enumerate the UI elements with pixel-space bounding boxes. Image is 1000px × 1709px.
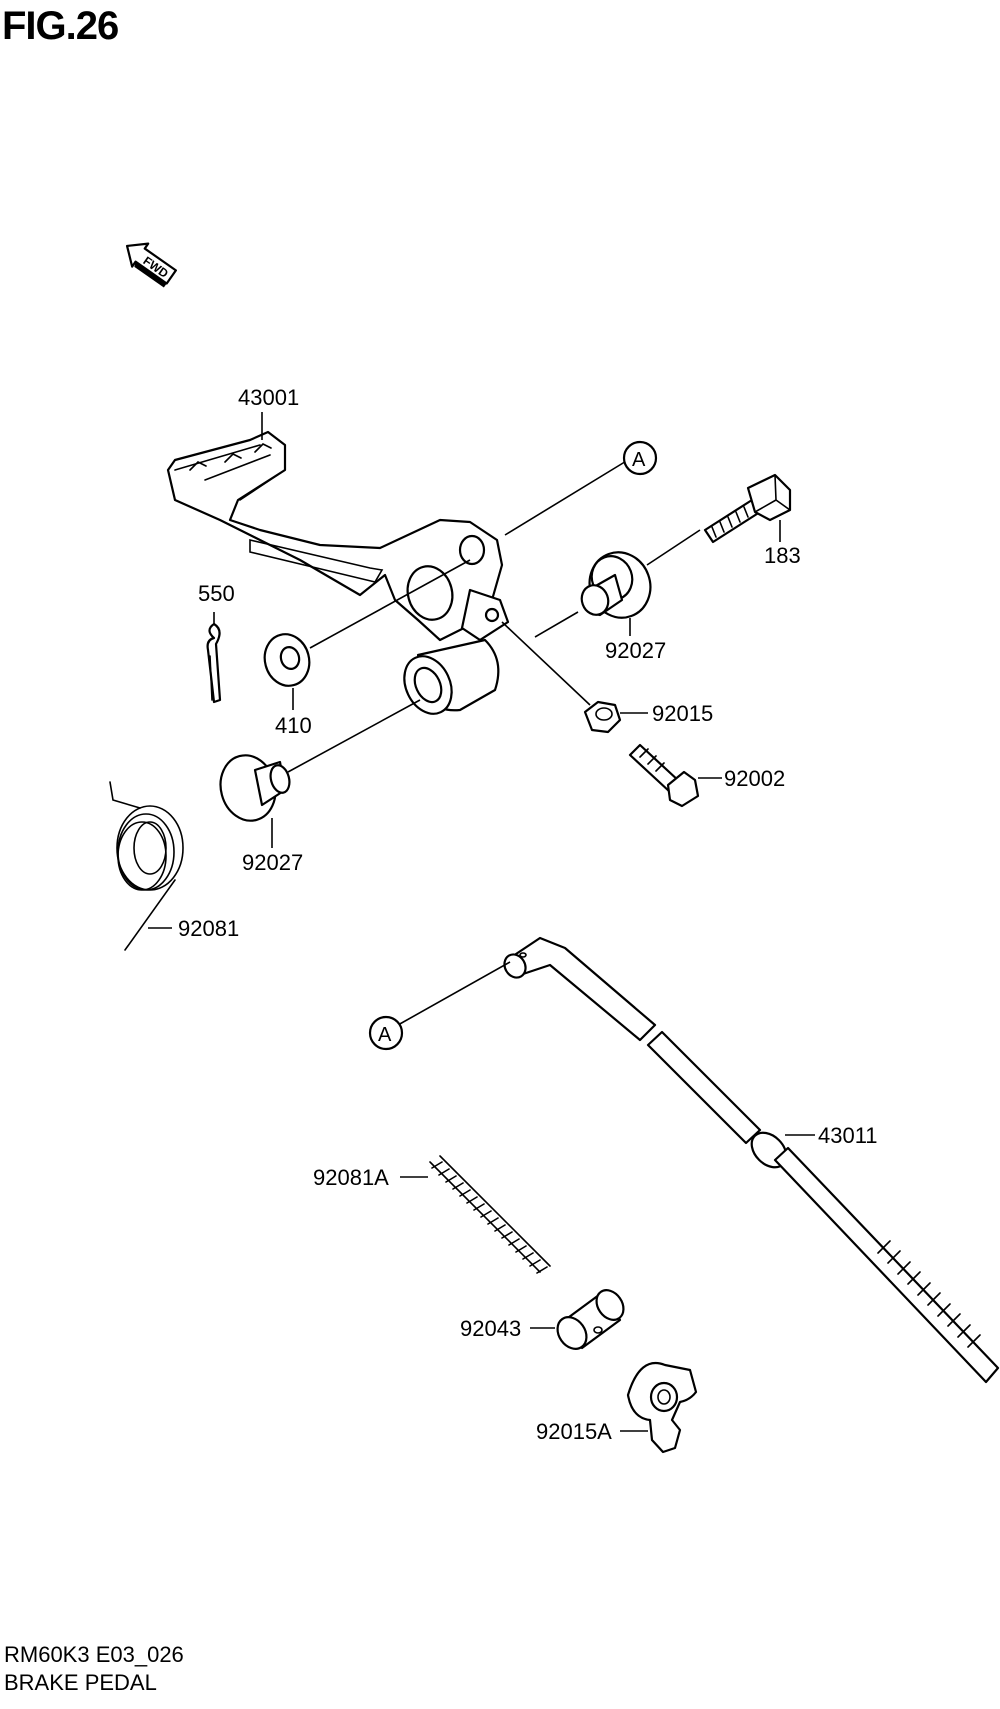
nut-92015[interactable] [583,700,622,734]
label-92081: 92081 [178,916,239,941]
bolt-92002[interactable] [628,743,700,808]
label-92027-upper: 92027 [605,638,666,663]
label-92002: 92002 [724,766,785,791]
label-92015A: 92015A [536,1419,612,1444]
cotter-pin-550[interactable] [206,622,222,704]
leader-183-axis [646,529,701,566]
leader-a-top [504,459,629,536]
label-43011: 43011 [818,1123,878,1148]
figure-title: FIG.26 [2,4,119,48]
label-183: 183 [764,543,801,568]
joint-92043[interactable] [552,1285,629,1354]
reference-marker-a-top [622,440,658,476]
leader-92027-axis [534,611,579,638]
label-92027-lower: 92027 [242,850,303,875]
label-43001: 43001 [238,385,299,410]
spring-92081A[interactable] [429,1155,551,1274]
label-92043: 92043 [460,1316,521,1341]
bush-92027-upper[interactable] [578,544,660,627]
wing-nut-92015A[interactable] [626,1362,698,1454]
reference-marker-a-bottom [368,1015,404,1051]
label-92081A: 92081A [313,1165,389,1190]
label-92015: 92015 [652,701,713,726]
label-550: 550 [198,581,235,606]
bolt-183[interactable] [703,473,792,544]
spring-92081[interactable] [109,781,184,951]
figure-name: BRAKE PEDAL [4,1670,157,1695]
reference-a-bottom-label: A [378,1024,392,1046]
washer-410[interactable] [259,629,315,691]
leader-410-axis [309,559,471,649]
leader-92027-lower-axis [287,699,421,773]
brake-rod-43011[interactable] [500,936,1000,1384]
label-410: 410 [275,713,312,738]
reference-a-top-label: A [632,449,646,471]
figure-code: RM60K3 E03_026 [4,1642,184,1667]
leader-a-bottom [397,961,511,1026]
bush-92027-lower[interactable] [213,749,292,827]
fwd-arrow-icon: FWD [125,242,177,288]
leader-92015-axis [501,621,591,706]
